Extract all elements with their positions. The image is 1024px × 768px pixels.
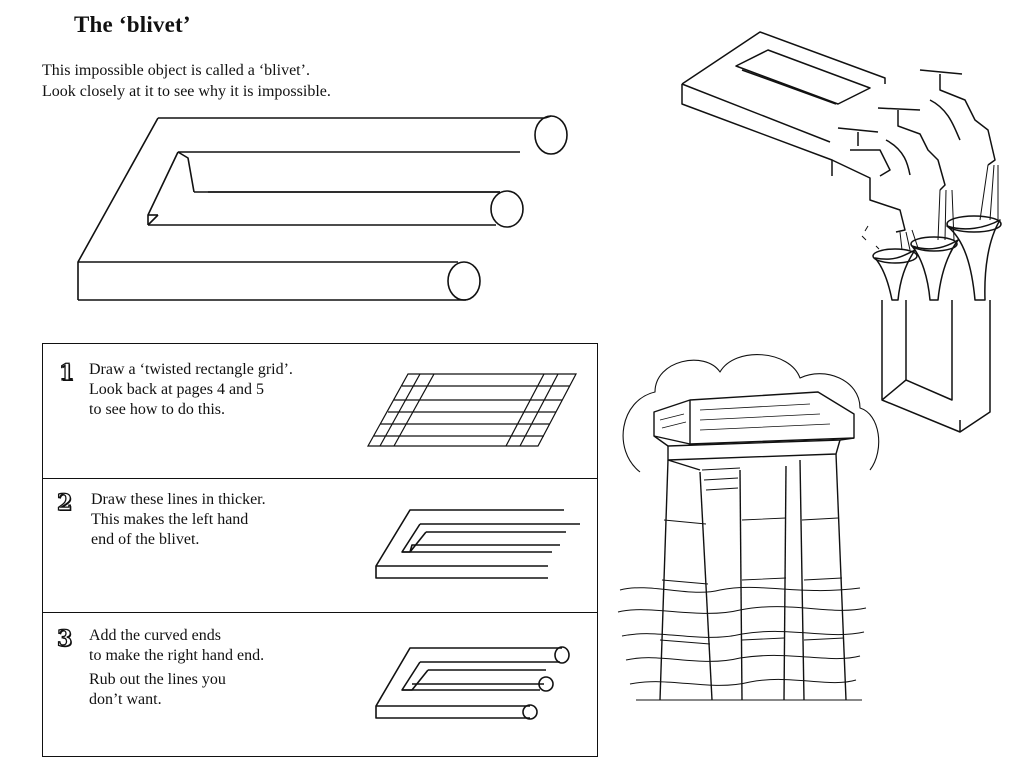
step-divider xyxy=(43,612,597,613)
step-1-text: Draw a ‘twisted rectangle grid’. Look ba… xyxy=(89,360,293,420)
step-line: end of the blivet. xyxy=(91,531,200,548)
step-line: Add the curved ends xyxy=(89,627,221,644)
step-divider xyxy=(43,478,597,479)
intro-line-1: This impossible object is called a ‘bliv… xyxy=(42,62,310,79)
intro-line-2: Look closely at it to see why it is impo… xyxy=(42,83,331,100)
step-line: This makes the left hand xyxy=(91,511,249,528)
step-3-number: 3 xyxy=(56,625,73,652)
step-1-number: 1 xyxy=(58,359,75,386)
step-line: Rub out the lines you xyxy=(89,671,226,688)
page-title: The ‘blivet’ xyxy=(74,12,191,37)
step-3-text: Add the curved ends to make the right ha… xyxy=(89,626,264,710)
step-2-text: Draw these lines in thicker. This makes … xyxy=(91,490,266,550)
step-line: to make the right hand end. xyxy=(89,647,265,664)
step-line: Draw these lines in thicker. xyxy=(91,491,266,508)
step-line: Draw a ‘twisted rectangle grid’. xyxy=(89,361,293,378)
step-line: Look back at pages 4 and 5 xyxy=(89,381,265,398)
step-line: to see how to do this. xyxy=(89,401,225,418)
step-line: don’t want. xyxy=(89,691,162,708)
step-2-number: 2 xyxy=(56,489,73,516)
steps-panel: 1 Draw a ‘twisted rectangle grid’. Look … xyxy=(42,343,598,757)
